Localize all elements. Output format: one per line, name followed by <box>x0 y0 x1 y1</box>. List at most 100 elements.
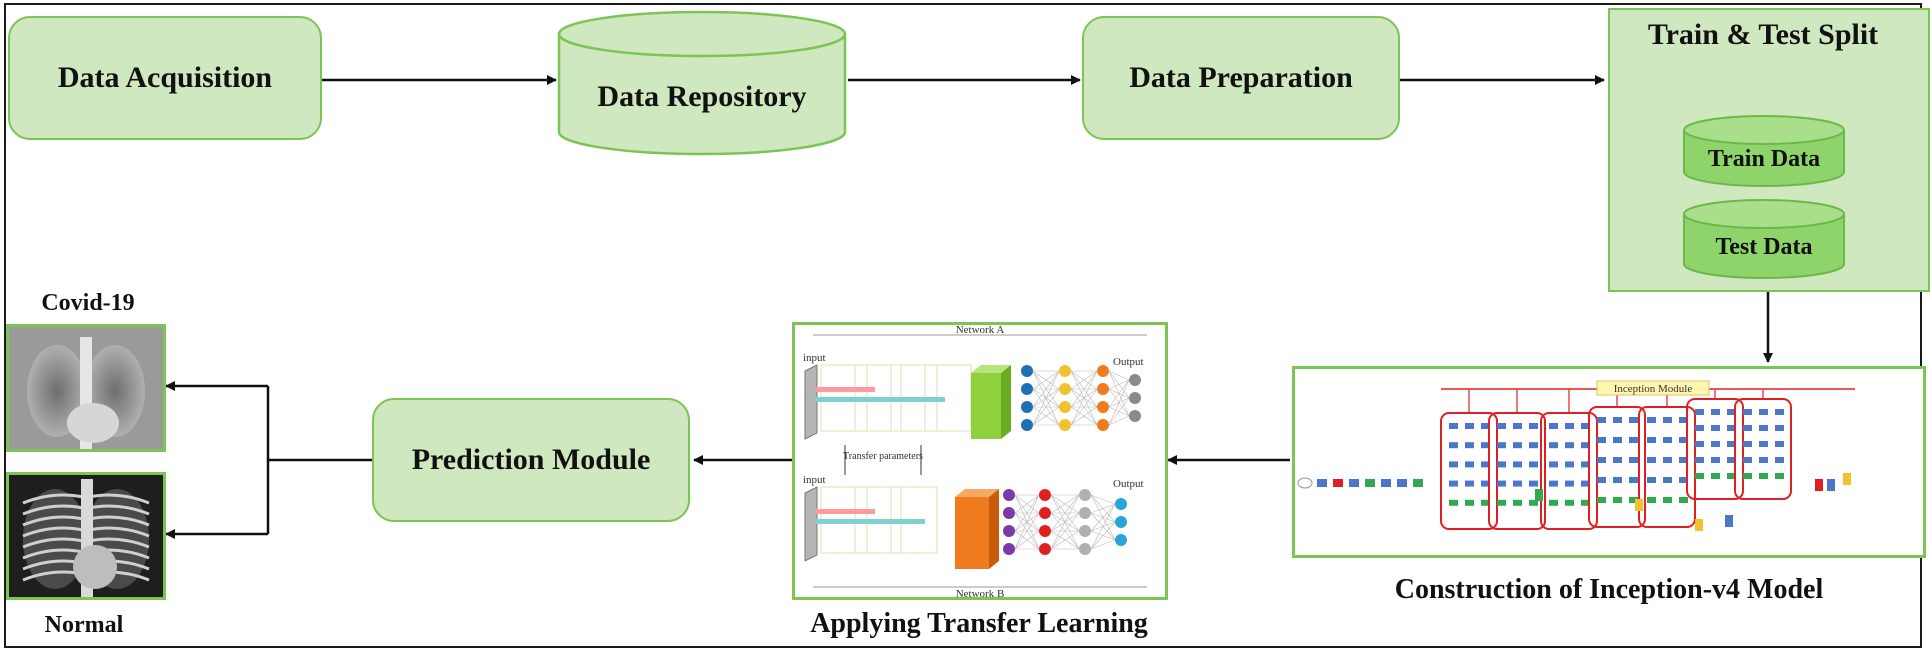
module-layer <box>1481 423 1490 429</box>
module-layer <box>1513 480 1522 487</box>
normal-label: Normal <box>44 612 124 638</box>
stem-layer <box>1349 479 1359 487</box>
neuron-edge <box>1032 370 1060 390</box>
stem-layer <box>1317 479 1327 487</box>
output-a-label: Output <box>1113 356 1144 368</box>
aux-layer <box>1695 519 1703 531</box>
neuron <box>1097 383 1109 395</box>
module-layer <box>1727 457 1736 463</box>
module-layer <box>1497 499 1506 506</box>
module-layer <box>1529 461 1538 468</box>
module-layer <box>1513 442 1522 449</box>
network-b-layers <box>804 486 999 569</box>
module-layer <box>1465 461 1474 468</box>
module-layer <box>1647 497 1656 503</box>
module-layer <box>1695 473 1704 479</box>
module-layer <box>1775 473 1784 479</box>
module-layer <box>1449 499 1458 506</box>
module-layer <box>1529 423 1538 429</box>
neuron <box>1059 419 1071 431</box>
module-layer <box>1529 480 1538 487</box>
output-b-label: Output <box>1113 478 1144 490</box>
neuron-edge <box>1070 370 1098 408</box>
module-layer <box>1481 480 1490 487</box>
neuron-edge <box>1090 539 1116 550</box>
module-layer <box>1727 473 1736 479</box>
module-layer <box>1663 417 1672 423</box>
module-layer <box>1581 499 1590 506</box>
network-b-neurons <box>1003 489 1127 555</box>
neuron <box>1059 365 1071 377</box>
module-layer <box>1679 477 1688 483</box>
network-a-neurons <box>1021 365 1141 431</box>
neuron-edge <box>1014 494 1040 514</box>
module-layer <box>1679 417 1688 423</box>
transfer-parameters-bracket: Transfer parameters <box>843 445 923 475</box>
aux-layer <box>1815 479 1823 491</box>
normal-xray-image <box>6 472 166 600</box>
neuron <box>1003 489 1015 501</box>
neuron-edge <box>1108 379 1130 426</box>
neuron-edge <box>1090 503 1116 532</box>
module-layer <box>1513 423 1522 429</box>
module-layer <box>1497 442 1506 449</box>
neuron-edge <box>1014 530 1040 550</box>
module-layer <box>1727 409 1736 415</box>
neuron <box>1003 525 1015 537</box>
inception-module-block <box>1540 412 1598 530</box>
module-layer <box>1775 457 1784 463</box>
module-layer <box>1727 425 1736 431</box>
module-layer <box>1497 461 1506 468</box>
neuron-edge <box>1108 415 1130 426</box>
data-preparation-label: Data Preparation <box>1129 61 1353 94</box>
transfer-params-label: Transfer parameters <box>843 451 923 462</box>
neuron-edge <box>1032 370 1060 426</box>
module-layer <box>1775 441 1784 447</box>
module-layer <box>1549 461 1558 468</box>
module-layer <box>1663 497 1672 503</box>
module-layer <box>1679 497 1688 503</box>
neuron-edge <box>1050 494 1080 532</box>
module-layer <box>1679 437 1688 443</box>
covid-xray-drawing <box>9 327 163 449</box>
module-layer <box>1529 499 1538 506</box>
aux-layer <box>1725 515 1733 527</box>
module-layer <box>1663 457 1672 463</box>
module-layer <box>1759 409 1768 415</box>
neuron <box>1059 401 1071 413</box>
transfer-learning-graphic: Network A Network B input input Output O… <box>803 325 1147 597</box>
module-layer <box>1663 437 1672 443</box>
module-layer <box>1759 473 1768 479</box>
rib-right <box>88 526 150 538</box>
aux-layer <box>1535 489 1543 501</box>
module-layer <box>1581 423 1590 429</box>
neuron <box>1021 401 1033 413</box>
data-repository-cylinder: Data Repository <box>556 8 848 156</box>
rib-right <box>88 504 150 516</box>
neuron-edge <box>1070 388 1098 426</box>
neuron <box>1129 410 1141 422</box>
neuron-edge <box>1108 379 1130 390</box>
rib-left <box>22 537 84 549</box>
transfer-learning-panel: Network A Network B input input Output O… <box>792 322 1168 600</box>
module-layer <box>1759 457 1768 463</box>
neuron <box>1079 543 1091 555</box>
neuron <box>1129 374 1141 386</box>
module-layer <box>1565 423 1574 429</box>
module-layer <box>1581 442 1590 449</box>
module-layer <box>1613 477 1622 483</box>
module-layer <box>1465 423 1474 429</box>
module-layer <box>1465 480 1474 487</box>
inception-module-block <box>1734 398 1792 500</box>
prediction-module-label: Prediction Module <box>411 443 651 476</box>
module-layer <box>1449 442 1458 449</box>
neuron <box>1021 383 1033 395</box>
rib-left <box>22 504 84 516</box>
inception-module-block <box>1638 406 1696 528</box>
data-repository-label: Data Repository <box>597 80 807 113</box>
normal-xray-drawing <box>9 475 163 597</box>
diagram-frame <box>4 3 1922 648</box>
module-layer <box>1647 437 1656 443</box>
stem-layer <box>1381 479 1391 487</box>
